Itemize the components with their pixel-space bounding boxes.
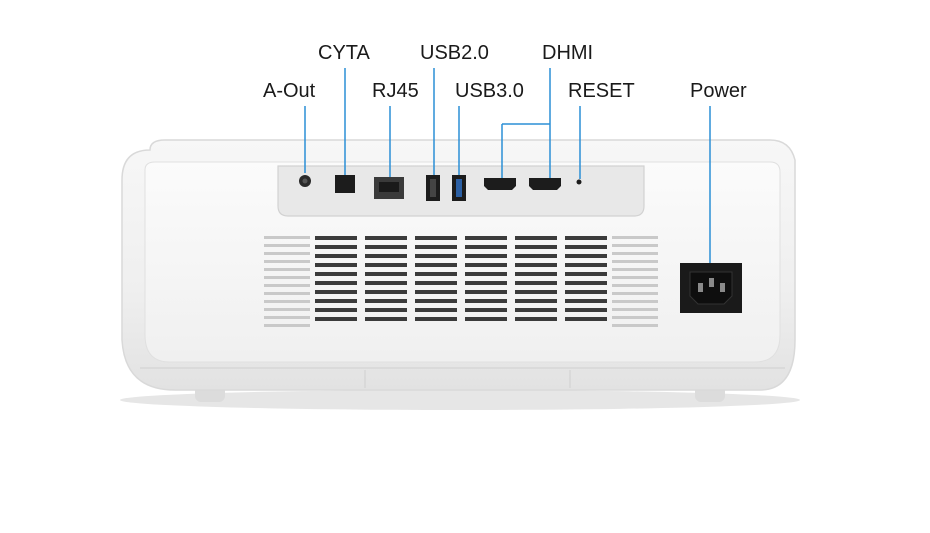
ground-shadow <box>120 390 800 410</box>
audio-out-port-core <box>302 178 308 184</box>
power-socket-recess <box>689 271 733 305</box>
right-vent-louvers <box>612 236 658 327</box>
label-rj45: RJ45 <box>372 80 419 102</box>
label-dhmi: DHMI <box>542 42 594 64</box>
label-a-out: A-Out <box>263 80 316 102</box>
label-usb3: USB3.0 <box>455 80 524 102</box>
left-vent-louvers <box>264 236 310 327</box>
rj45-port-inner <box>379 182 399 192</box>
power-pin-left <box>698 283 703 292</box>
ledge-seams <box>364 370 571 388</box>
coax-port <box>335 175 355 193</box>
callout-dhmi <box>501 68 551 178</box>
reset-pinhole <box>576 179 582 185</box>
usb2-port-tongue <box>430 179 436 197</box>
label-power: Power <box>690 80 747 102</box>
usb3-port-tongue <box>456 179 462 197</box>
label-reset: RESET <box>568 80 635 102</box>
power-pin-right <box>720 283 725 292</box>
label-usb2: USB2.0 <box>420 42 489 64</box>
label-cyta: CYTA <box>318 42 370 64</box>
hdmi-port-2 <box>529 178 561 190</box>
power-pin-center <box>709 278 714 287</box>
callout-lines <box>304 68 711 263</box>
hdmi-port-1 <box>484 178 516 190</box>
center-vent-grille <box>315 236 607 321</box>
